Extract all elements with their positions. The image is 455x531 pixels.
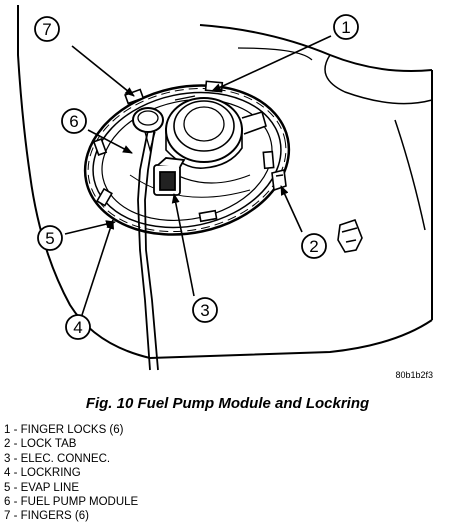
legend-item: 5 - EVAP LINE xyxy=(4,481,79,494)
lock-tab-detail xyxy=(337,219,363,253)
legend-item: 4 - LOCKRING xyxy=(4,467,81,480)
evap-line xyxy=(132,107,164,371)
figure-code: 80b1b2f3 xyxy=(395,370,433,380)
legend-list: 1 - FINGER LOCKS (6) 2 - LOCK TAB 3 - EL… xyxy=(4,423,138,524)
callout-2: 2 xyxy=(301,233,327,259)
legend-item: 7 - FINGERS (6) xyxy=(4,510,89,523)
callout-5: 5 xyxy=(37,225,63,251)
svg-text:2: 2 xyxy=(309,237,318,256)
svg-text:3: 3 xyxy=(200,301,209,320)
fuel-tank-outline xyxy=(17,5,433,360)
legend-item: 2 - LOCK TAB xyxy=(4,438,77,451)
legend-item: 3 - ELEC. CONNEC. xyxy=(4,452,111,465)
svg-text:6: 6 xyxy=(69,112,78,131)
lockring xyxy=(83,84,291,236)
svg-text:7: 7 xyxy=(42,20,51,39)
electrical-connector xyxy=(153,157,186,196)
svg-text:4: 4 xyxy=(73,318,82,337)
callout-7: 7 xyxy=(34,16,60,42)
legend-item: 6 - FUEL PUMP MODULE xyxy=(4,496,139,509)
figure-caption: Fig. 10 Fuel Pump Module and Lockring xyxy=(85,395,370,412)
callout-6: 6 xyxy=(61,108,87,134)
svg-text:5: 5 xyxy=(45,229,54,248)
callout-1: 1 xyxy=(333,14,359,40)
fuel-pump-module xyxy=(129,95,267,198)
lock-tab xyxy=(271,169,287,192)
fuel-pump-diagram: 1 7 6 5 2 3 4 80b1b2f3 xyxy=(17,5,433,380)
legend-item: 1 - FINGER LOCKS (6) xyxy=(4,424,124,436)
svg-text:1: 1 xyxy=(341,18,350,37)
leader-lines xyxy=(64,35,332,316)
callout-3: 3 xyxy=(192,297,218,323)
callout-4: 4 xyxy=(65,314,91,340)
